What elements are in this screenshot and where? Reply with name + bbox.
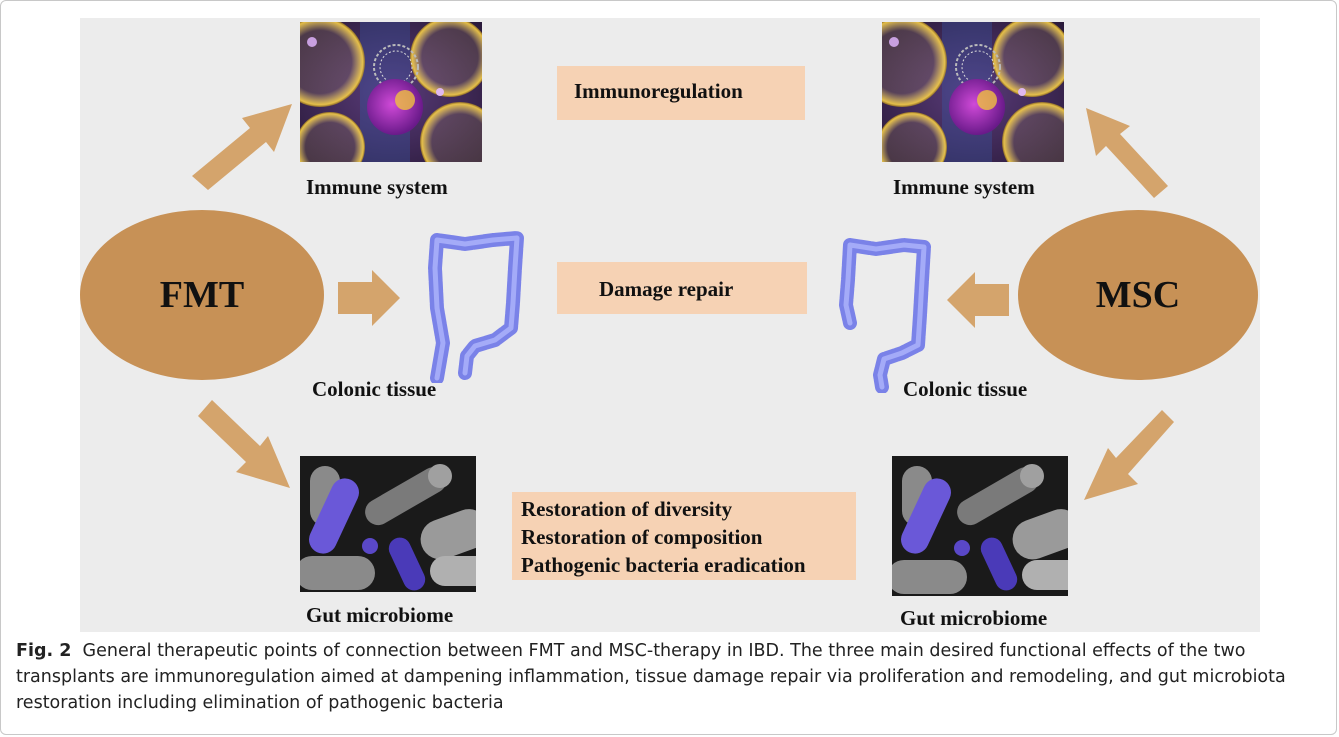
arrow-icon-fmt-immune — [192, 104, 292, 190]
label-gut-right: Gut microbiome — [900, 606, 1048, 630]
damage-repair-text: Damage repair — [599, 277, 734, 301]
caption-text: General therapeutic points of connection… — [16, 641, 1286, 713]
label-colonic-left: Colonic tissue — [312, 377, 437, 401]
bacteria-image-left — [300, 456, 476, 592]
arrow-icon-fmt-gut — [198, 400, 290, 488]
arrow-icon-msc-colon — [947, 272, 1009, 328]
arrow-icon-fmt-colon — [338, 270, 400, 326]
fmt-label: FMT — [159, 274, 245, 316]
msc-label: MSC — [1095, 274, 1181, 316]
colon-image-left — [415, 228, 533, 383]
label-gut-left: Gut microbiome — [306, 603, 454, 627]
colon-image-right — [832, 235, 940, 393]
immune-cell-image-left — [300, 22, 482, 162]
caption-label: Fig. 2 — [16, 641, 72, 661]
label-immune-right: Immune system — [893, 175, 1035, 199]
damage-repair-box: Damage repair — [557, 262, 807, 314]
immunoregulation-box: Immunoregulation — [557, 66, 805, 120]
arrow-icon-msc-gut — [1084, 410, 1174, 500]
arrow-icon-msc-immune — [1086, 108, 1168, 198]
msc-node: MSC — [1018, 210, 1258, 380]
label-colonic-right: Colonic tissue — [903, 377, 1028, 401]
microbiome-effects-box: Restoration of diversity Restoration of … — [512, 492, 856, 580]
effect-line-eradication: Pathogenic bacteria eradication — [521, 553, 806, 577]
effect-line-diversity: Restoration of diversity — [521, 497, 733, 521]
immunoregulation-text: Immunoregulation — [574, 79, 743, 103]
label-immune-left: Immune system — [306, 175, 448, 199]
figure-caption: Fig. 2 General therapeutic points of con… — [16, 638, 1316, 716]
immune-cell-image-right — [882, 22, 1064, 162]
effect-line-composition: Restoration of composition — [521, 525, 763, 549]
bacteria-image-right — [892, 456, 1068, 596]
fmt-node: FMT — [80, 210, 324, 380]
